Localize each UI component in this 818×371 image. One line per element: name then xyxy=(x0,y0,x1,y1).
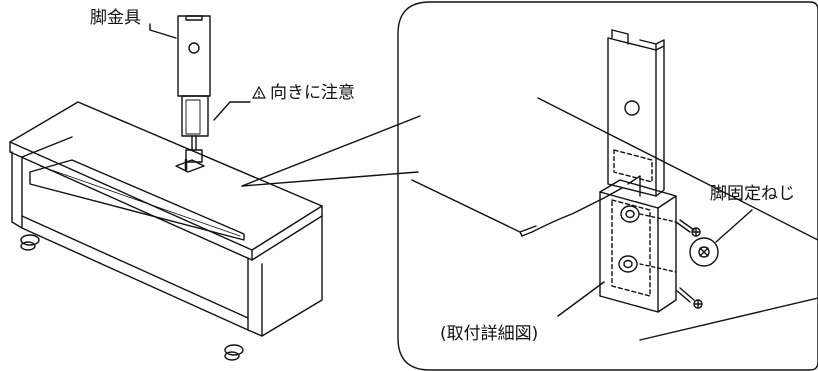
detail-drawing xyxy=(411,29,818,341)
leg-screw-label: 脚固定ねじ xyxy=(710,184,795,204)
leg-bracket-label: 脚金具 xyxy=(90,8,141,28)
detail-bubble xyxy=(397,1,818,371)
leg-bracket-overview xyxy=(177,15,211,163)
callout-line-upper xyxy=(241,115,421,187)
caution-label-group: 向きに注意 xyxy=(252,85,355,102)
callout-line-lower xyxy=(241,171,419,187)
caution-label: 向きに注意 xyxy=(270,83,355,103)
tv-stand xyxy=(9,101,323,361)
leader-leg-bracket xyxy=(149,23,177,39)
detail-view-label: (取付詳細図) xyxy=(440,324,539,344)
leader-caution xyxy=(213,101,251,121)
warning-triangle-icon xyxy=(252,86,266,99)
